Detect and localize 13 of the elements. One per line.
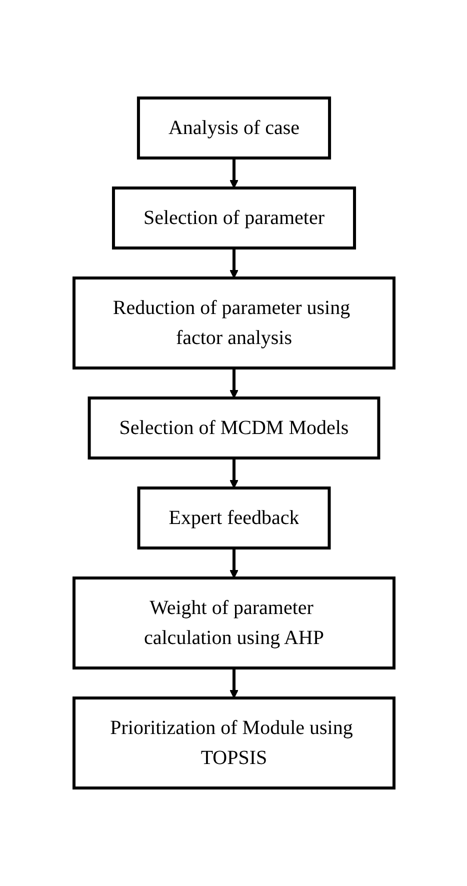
node-box: Weight of parameter calculation using AHP	[72, 576, 395, 670]
node-box: Analysis of case	[136, 96, 331, 160]
arrow	[229, 548, 238, 578]
arrow	[229, 368, 238, 398]
arrow	[229, 158, 238, 188]
arrow	[229, 458, 238, 488]
node-box: Prioritization of Module using TOPSIS	[72, 696, 395, 790]
node-box: Selection of MCDM Models	[87, 396, 380, 460]
arrow	[229, 668, 238, 698]
node-box: Expert feedback	[136, 486, 330, 550]
arrow	[229, 248, 238, 278]
node-box: Reduction of parameter using factor analysis	[72, 276, 395, 370]
node-box: Selection of parameter	[111, 186, 356, 250]
